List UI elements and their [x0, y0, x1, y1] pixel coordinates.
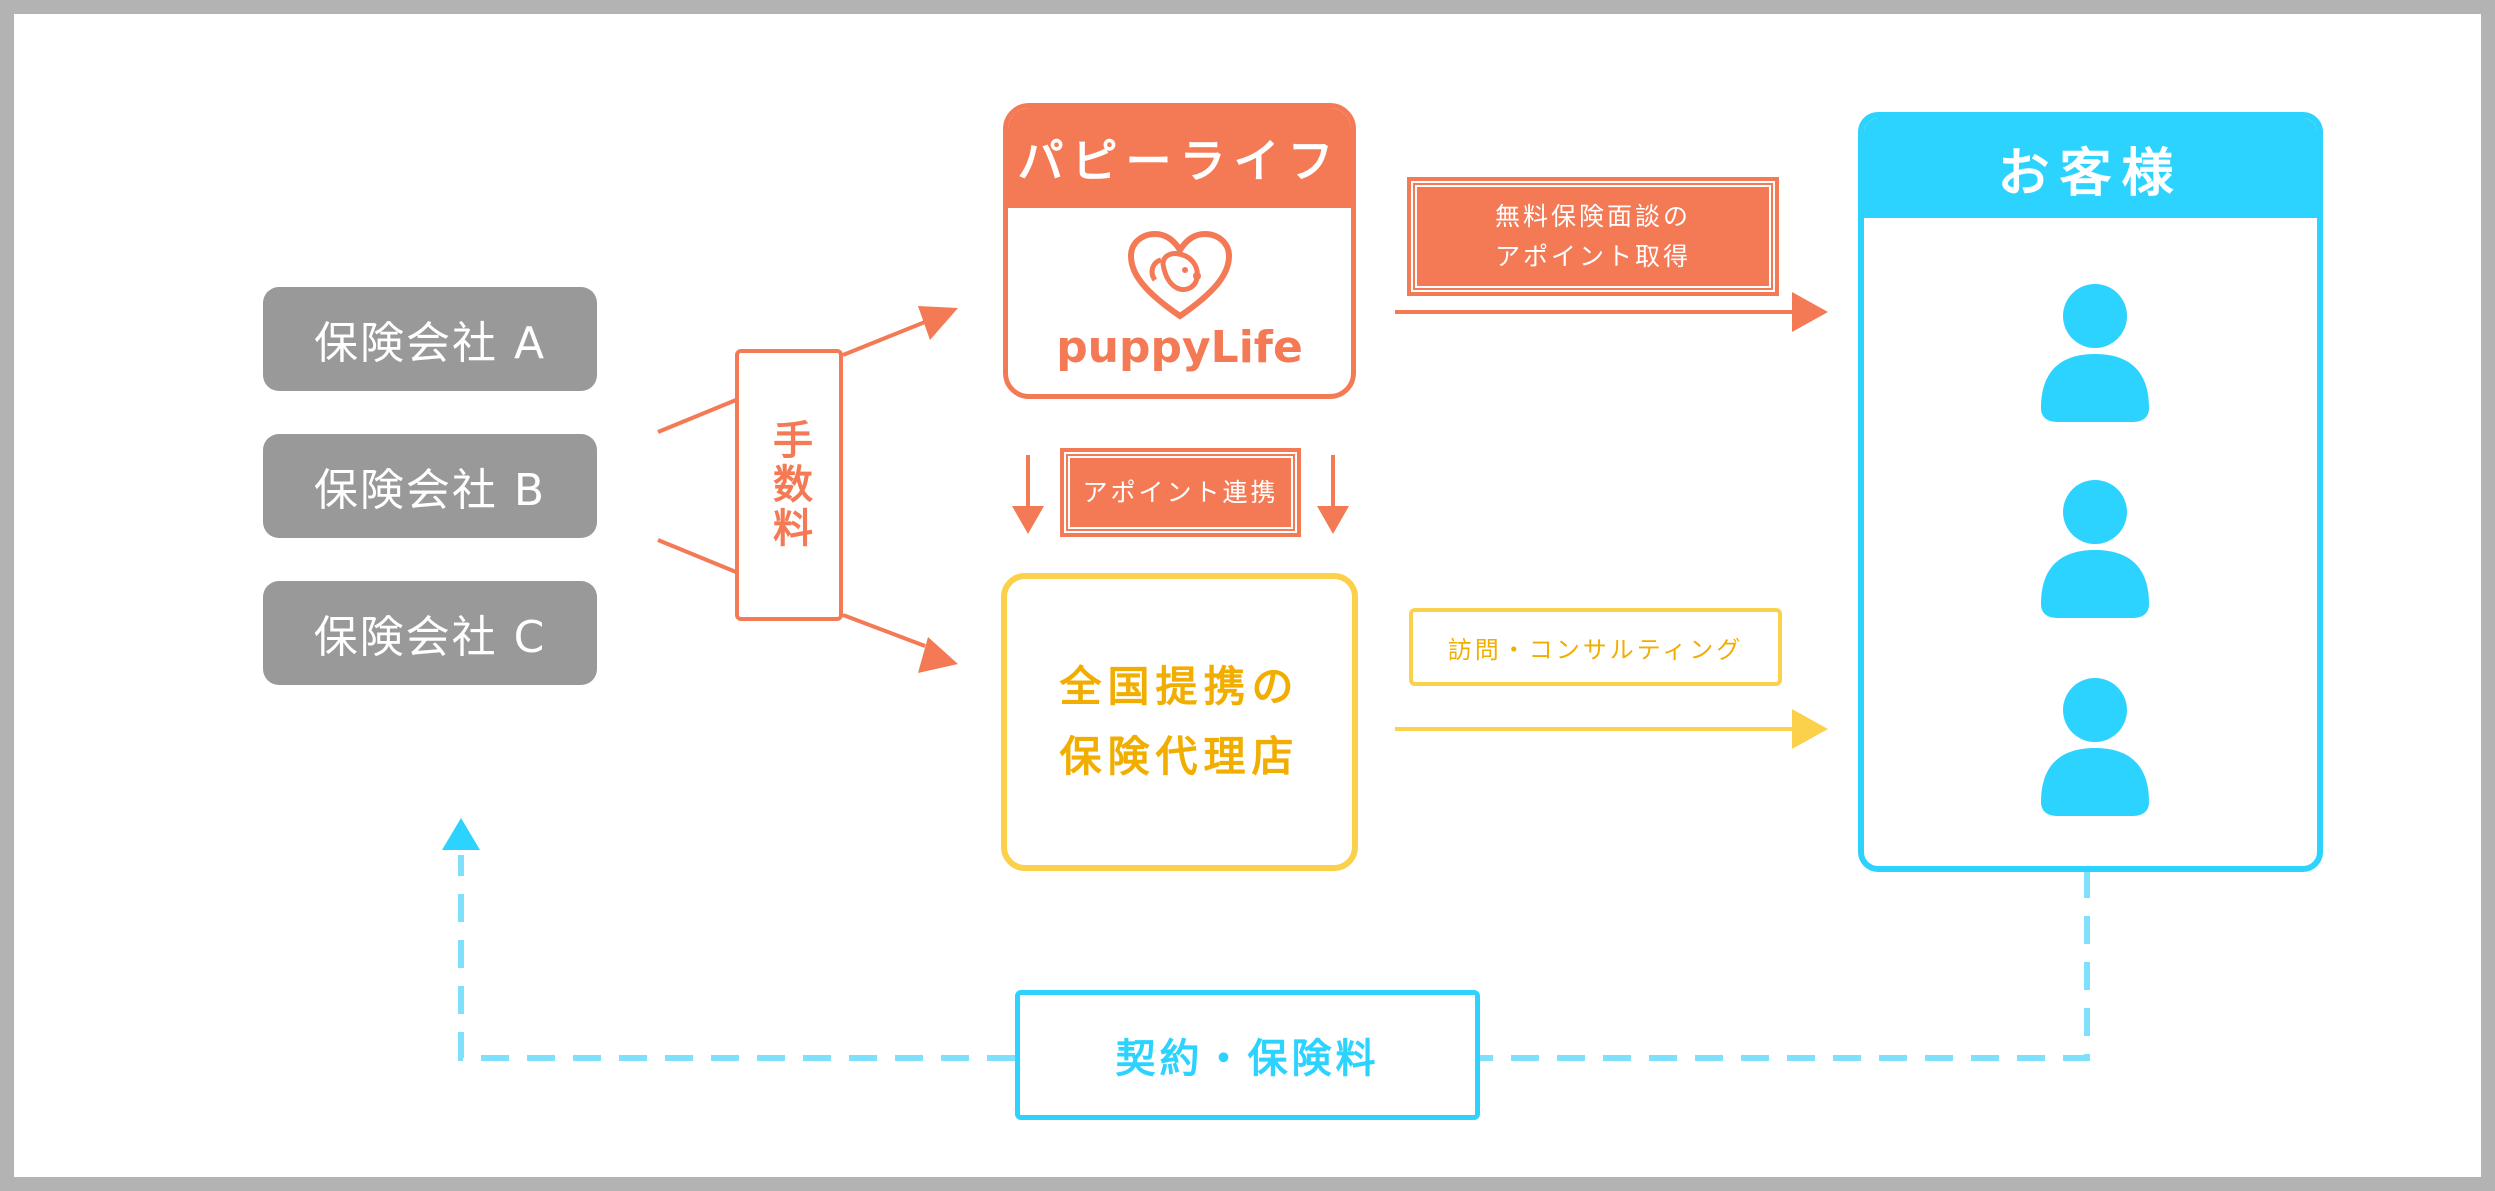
customer-title: お客様 [1997, 143, 2184, 204]
puppylife-logo-text: puppyLife [1056, 322, 1303, 373]
appointment-tag: 無料保険面談の アポイント取得 [1407, 177, 1779, 296]
insurer-b-box: 保険会社 B [263, 434, 597, 538]
fee-box: 手数料 [735, 349, 843, 621]
insurer-to-fee-line-upper [657, 398, 737, 434]
appointment-link-label: アポイント連携 [1082, 477, 1279, 507]
contract-return-dashed-line [1480, 870, 2090, 1061]
insurer-c-label: 保険会社 C [313, 612, 547, 663]
agency-line1: 全国提携の [1059, 662, 1300, 711]
person-icon [2041, 678, 2149, 816]
appointment-tag-line2: アポイント取得 [1494, 241, 1691, 271]
down-arrow-left-head [1012, 506, 1044, 534]
fee-to-agency-arrowhead [918, 637, 958, 673]
insurer-to-fee-line-lower [657, 538, 737, 574]
appointment-tag-line1: 無料保険面談の [1494, 201, 1691, 231]
dog-heart-icon [1127, 230, 1232, 320]
person-icon [2041, 480, 2149, 618]
fee-to-puppy-arrowhead [918, 306, 958, 340]
contract-premium-box: 契約・保険料 [1015, 990, 1480, 1120]
fee-to-puppy-arrow [842, 320, 926, 357]
down-arrow-right-head [1317, 506, 1349, 534]
appointment-link-tag: アポイント連携 [1060, 448, 1301, 537]
fee-label: 手数料 [766, 419, 812, 551]
visit-consulting-tag: 訪問・コンサルティング [1409, 608, 1782, 686]
puppylife-logo: puppyLife [1008, 208, 1351, 373]
puppylife-title: パピーライフ [1017, 134, 1342, 188]
contract-to-insurer-dashed-line [458, 855, 1015, 1061]
customer-box: お客様 [1858, 112, 2323, 872]
insurer-c-box: 保険会社 C [263, 581, 597, 685]
customer-icons [2041, 284, 2149, 816]
agency-to-customer-arrowhead [1792, 709, 1828, 749]
puppylife-box: パピーライフ puppyLife [1003, 103, 1356, 399]
insurer-a-label: 保険会社 A [313, 318, 547, 369]
insurer-a-box: 保険会社 A [263, 287, 597, 391]
person-icon [2041, 284, 2149, 422]
agency-box: 全国提携の 保険代理店 [1001, 573, 1358, 871]
agency-line2: 保険代理店 [1059, 732, 1300, 781]
customer-header: お客様 [1864, 118, 2317, 218]
fee-to-agency-arrow [842, 613, 926, 648]
contract-premium-label: 契約・保険料 [1115, 1036, 1380, 1082]
contract-to-insurer-arrowhead [442, 818, 480, 850]
puppylife-header: パピーライフ [1008, 108, 1351, 208]
puppy-to-customer-arrowhead [1792, 292, 1828, 332]
visit-consulting-label: 訪問・コンサルティング [1447, 635, 1744, 664]
insurer-b-label: 保険会社 B [313, 465, 547, 516]
